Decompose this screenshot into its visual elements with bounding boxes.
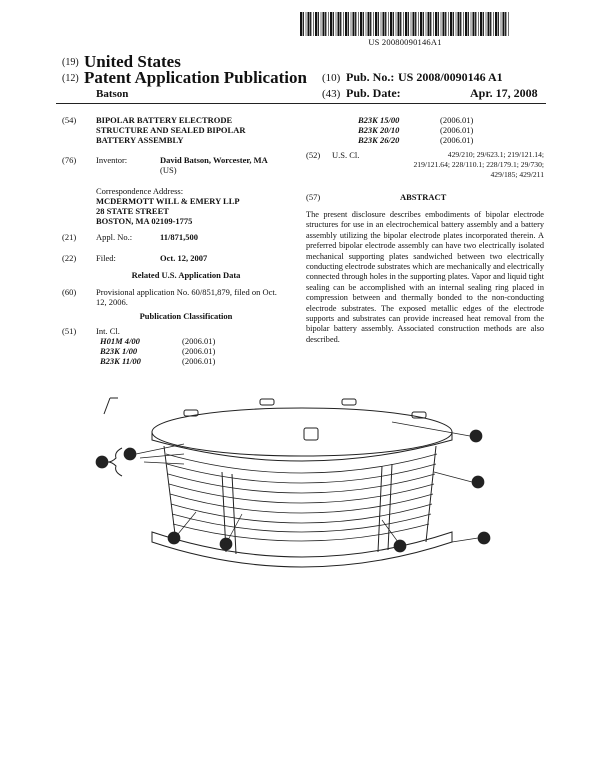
class-year: (2006.01) — [182, 346, 216, 356]
correspondence-address: MCDERMOTT WILL & EMERY LLP 28 STATE STRE… — [96, 196, 240, 226]
ref-label-16: 16 — [127, 451, 135, 459]
tie-rods — [221, 463, 393, 555]
intcl-code: (51) — [62, 326, 77, 336]
uscl-line: 219/121.64; 228/110.1; 228/179.1; 29/730… — [413, 160, 544, 169]
filed-label: Filed: — [96, 253, 116, 263]
inventor-country: (US) — [160, 165, 177, 175]
stack-sides — [163, 445, 437, 543]
ref-label-15: 15 — [481, 535, 489, 543]
ref-label-19: 19 — [397, 543, 405, 551]
class-row: B23K 15/00 (2006.01) — [358, 115, 473, 125]
top-plate — [151, 407, 453, 457]
class-year: (2006.01) — [440, 135, 474, 145]
uscl-line: 429/210; 29/623.1; 219/121.14; — [447, 150, 544, 159]
pub-no-label: Pub. No.: — [346, 70, 395, 84]
provisional-code: (60) — [62, 287, 77, 297]
inventor-value: David Batson, Worcester, MA (US) — [160, 155, 268, 175]
bracket — [107, 447, 123, 477]
uscl-label: U.S. Cl. — [332, 150, 360, 160]
right-class-table: B23K 15/00(2006.01) B23K 20/10(2006.01) … — [358, 115, 473, 145]
uscl-line: 429/185; 429/211 — [490, 170, 544, 179]
header-rule — [56, 103, 546, 104]
class-year: (2006.01) — [182, 356, 216, 366]
bottom-plate — [151, 531, 453, 568]
top-plate-edge — [151, 432, 453, 462]
uscl-code: (52) — [306, 150, 321, 160]
provisional-text: Provisional application No. 60/851,879, … — [96, 287, 296, 307]
country-code: (19) — [62, 57, 79, 68]
title-line: BIPOLAR BATTERY ELECTRODE — [96, 115, 233, 125]
class-year: (2006.01) — [440, 115, 474, 125]
top-bolts — [183, 398, 427, 441]
battery-assembly-drawing: 11 13 15 16 17 18 19 10 — [95, 397, 491, 568]
provisional-line: 12, 2006. — [96, 297, 128, 307]
ref-label-13: 13 — [475, 479, 483, 487]
class-code: H01M 4/00 — [100, 336, 140, 346]
correspondence-label: Correspondence Address: — [96, 186, 184, 196]
class-code: B23K 15/00 — [358, 115, 400, 125]
barcode — [300, 12, 509, 36]
class-code: B23K 1/00 — [100, 346, 138, 356]
title: BIPOLAR BATTERY ELECTRODE STRUCTURE AND … — [96, 115, 246, 145]
intcl-row: B23K 11/00 (2006.01) — [100, 356, 215, 366]
appl-label: Appl. No.: — [96, 232, 133, 242]
address-line: BOSTON, MA 02109-1775 — [96, 216, 193, 226]
intcl-row: H01M 4/00 (2006.01) — [100, 336, 215, 346]
inventor-surname: Batson — [96, 88, 129, 100]
barcode-number: US 20080090146A1 — [368, 37, 442, 47]
filed-date: Oct. 12, 2007 — [160, 253, 208, 263]
ref-label-11: 11 — [473, 433, 480, 441]
class-row: B23K 26/20 (2006.01) — [358, 135, 473, 145]
pub-date-code: (43) — [322, 88, 341, 100]
intcl-label: Int. Cl. — [96, 326, 120, 336]
filed-code: (22) — [62, 253, 77, 263]
intcl-row: B23K 1/00 (2006.01) — [100, 346, 215, 356]
ref-label-18: 18 — [223, 541, 231, 549]
pub-no: US 2008/0090146 A1 — [398, 70, 503, 84]
related-heading: Related U.S. Application Data — [131, 270, 241, 280]
class-year: (2006.01) — [182, 336, 216, 346]
cell-stack — [165, 453, 438, 542]
abstract-code: (57) — [306, 192, 321, 202]
pubclass-heading: Publication Classification — [139, 311, 233, 321]
class-year: (2006.01) — [440, 125, 474, 135]
intcl-table: H01M 4/00 (2006.01) B23K 1/00 (2006.01) B2… — [100, 336, 215, 366]
appl-number: 11/871,500 — [160, 232, 199, 242]
class-code: B23K 20/10 — [358, 125, 400, 135]
pub-no-code: (10) — [322, 72, 341, 84]
address-line: 28 STATE STREET — [96, 206, 169, 216]
title-line: STRUCTURE AND SEALED BIPOLAR — [96, 125, 246, 135]
leader-lines — [135, 421, 479, 543]
class-row: B23K 20/10 (2006.01) — [358, 125, 473, 135]
country: United States — [84, 52, 181, 71]
appl-code: (21) — [62, 232, 77, 242]
inventor-code: (76) — [62, 155, 77, 165]
provisional-line: Provisional application No. 60/851,879, … — [96, 287, 277, 297]
uscl-values: 429/210; 29/623.1; 219/121.14; 219/121.6… — [380, 150, 544, 180]
title-code: (54) — [62, 115, 77, 125]
address-line: MCDERMOTT WILL & EMERY LLP — [96, 196, 240, 206]
ref-label-10: 10 — [99, 459, 107, 467]
reference-labels: 11 13 15 16 17 18 19 10 — [95, 429, 491, 553]
abstract-text: The present disclosure describes embodim… — [306, 210, 544, 344]
class-code: B23K 11/00 — [100, 356, 141, 366]
inventor-label: Inventor: — [96, 155, 128, 165]
class-code: B23K 26/20 — [358, 135, 400, 145]
publication-title: Patent Application Publication — [84, 68, 307, 87]
title-line: BATTERY ASSEMBLY — [96, 135, 184, 145]
corner-mark — [103, 397, 118, 415]
abstract-heading: ABSTRACT — [400, 192, 447, 202]
pub-type-code: (12) — [62, 73, 79, 84]
pub-date-label: Pub. Date: — [346, 86, 401, 100]
inventor-name: David Batson, Worcester, MA — [160, 155, 268, 165]
ref-label-17: 17 — [171, 535, 179, 543]
pub-date: Apr. 17, 2008 — [470, 86, 538, 100]
